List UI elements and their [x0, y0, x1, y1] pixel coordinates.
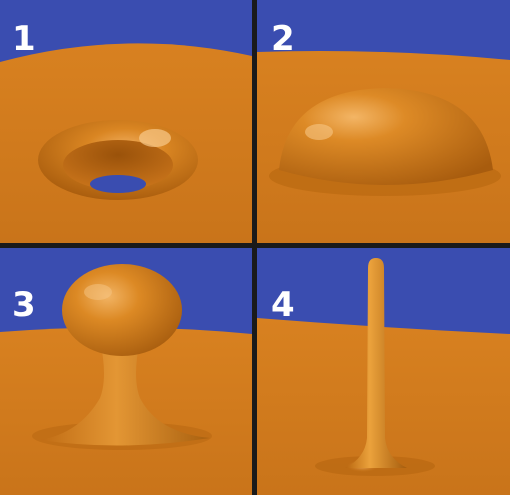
panel-3-illustration [0, 248, 252, 495]
ring-highlight [139, 129, 171, 147]
horizontal-divider [0, 243, 510, 248]
panel-2-illustration [257, 0, 510, 243]
column [345, 258, 407, 468]
ring-hole [90, 175, 146, 193]
stem [40, 340, 210, 446]
panel-number: 4 [271, 285, 295, 325]
panel-4-illustration [257, 248, 510, 495]
panel-4: 4 [257, 248, 510, 495]
panel-1: 1 [0, 0, 252, 243]
panel-1-illustration [0, 0, 252, 243]
panel-2: 2 [257, 0, 510, 243]
ring-funnel [63, 140, 173, 190]
panel-number: 3 [12, 285, 36, 325]
droplet-highlight [84, 284, 112, 300]
panel-number: 1 [12, 19, 36, 59]
panel-3: 3 [0, 248, 252, 495]
droplet [62, 264, 182, 356]
panel-number: 2 [271, 19, 295, 59]
dome-highlight [305, 124, 333, 140]
dome [279, 88, 493, 185]
